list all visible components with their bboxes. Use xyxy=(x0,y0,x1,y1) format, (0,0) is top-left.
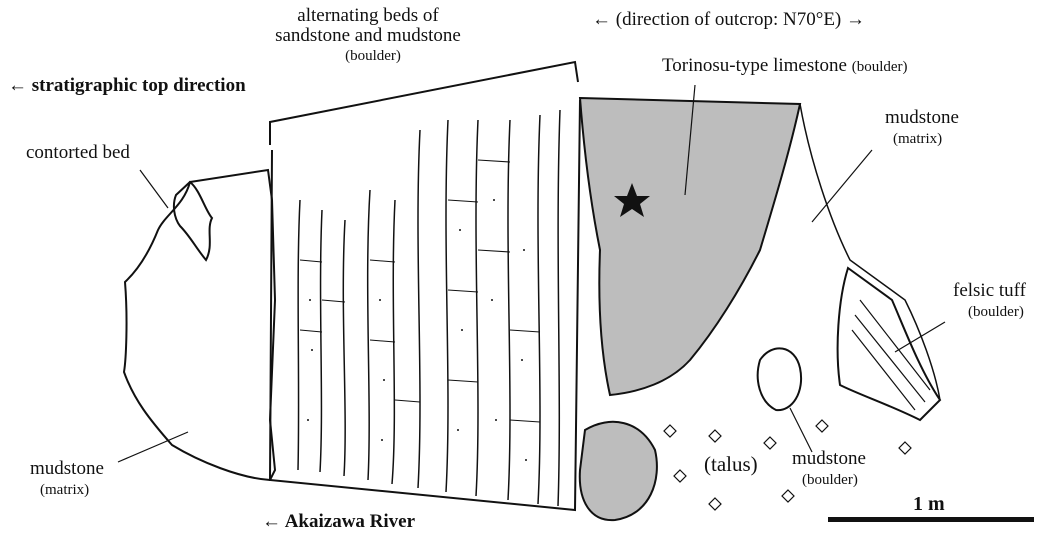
leader-lines xyxy=(118,85,945,462)
bed-lines xyxy=(298,110,560,506)
limestone-label: Torinosu-type limestone (boulder) xyxy=(662,56,908,77)
stratigraphic-top-label: ← stratigraphic top direction xyxy=(8,76,246,96)
scale-label: 1 m xyxy=(913,494,945,514)
scale-bar xyxy=(828,517,1034,522)
alternating-beds-sub: (boulder) xyxy=(333,46,413,66)
diamond-icon xyxy=(816,420,828,432)
contorted-bed xyxy=(174,182,212,260)
mudstone-boulder-main: mudstone xyxy=(792,449,866,469)
limestone-boulder-lower xyxy=(580,422,657,520)
talus-markers xyxy=(664,420,911,510)
mudstone-matrix-right-main: mudstone xyxy=(885,108,959,128)
diamond-icon xyxy=(764,437,776,449)
felsic-tuff-main: felsic tuff xyxy=(953,281,1026,301)
diamond-icon xyxy=(674,470,686,482)
diamond-icon xyxy=(709,430,721,442)
river-label: ← Akaizawa River xyxy=(262,512,415,532)
felsic-tuff-sub: (boulder) xyxy=(968,302,1024,322)
mudstone-boulder-sub: (boulder) xyxy=(802,470,858,490)
diamond-icon xyxy=(782,490,794,502)
diamond-icon xyxy=(899,442,911,454)
limestone-label-sub: (boulder) xyxy=(852,59,908,75)
mudstone-matrix-right-sub: (matrix) xyxy=(893,129,942,149)
sandstone-stipple xyxy=(307,199,527,461)
outcrop-direction-label: ← (direction of outcrop: N70°E) → xyxy=(592,10,865,30)
alternating-beds-bracket xyxy=(270,62,578,145)
mudstone-matrix-left-sub: (matrix) xyxy=(40,480,89,500)
alternating-beds-label-line2: sandstone and mudstone xyxy=(268,26,468,46)
mudstone-matrix-left-main: mudstone xyxy=(30,459,104,479)
left-matrix-outline xyxy=(124,170,275,480)
contorted-bed-label: contorted bed xyxy=(26,143,130,163)
limestone-label-main: Torinosu-type limestone xyxy=(662,55,847,76)
mudstone-boulder-right xyxy=(758,348,801,410)
alternating-beds-label-line1: alternating beds of xyxy=(283,6,453,26)
tuff-laminae xyxy=(852,300,930,410)
talus-label: (talus) xyxy=(704,454,758,474)
alternating-beds-block xyxy=(270,100,580,510)
diamond-icon xyxy=(709,498,721,510)
diamond-icon xyxy=(664,425,676,437)
